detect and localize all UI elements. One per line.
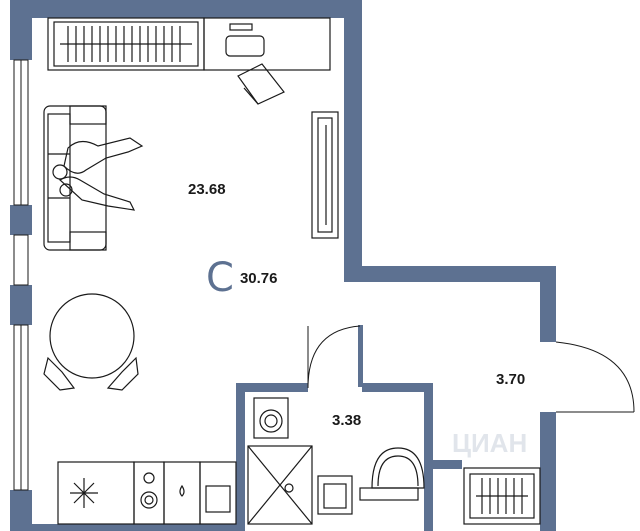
tv-icon (311, 111, 339, 239)
wall-bath-right (424, 383, 433, 531)
sink-icon (203, 17, 331, 71)
toilet-icon (359, 447, 425, 501)
wall-left-mid2 (10, 285, 32, 325)
sofa-icon (43, 105, 144, 251)
radiator-icon (47, 17, 205, 71)
shower-icon (247, 445, 313, 525)
wall-right-mid (540, 266, 556, 342)
table-icon (49, 293, 135, 379)
watermark: ЦИАН (452, 428, 528, 458)
wall-bath-left (236, 383, 245, 531)
door-icon (307, 325, 635, 413)
total-area: C 30.76 (206, 258, 277, 298)
total-area-symbol: C (206, 255, 234, 301)
radiator-icon (463, 467, 541, 525)
stove-icon (133, 461, 165, 525)
room-area-bathroom: 3.38 (332, 412, 362, 429)
wall-door-post (358, 325, 363, 387)
total-area-value: 30.76 (239, 269, 278, 287)
wall-step (344, 266, 554, 282)
sink-icon (317, 475, 353, 515)
wall-bath-top2 (362, 383, 432, 392)
room-area-hall: 3.70 (496, 371, 526, 388)
wall-bottom-left (10, 524, 236, 531)
wall-left-mid (10, 205, 32, 235)
sink-icon (163, 461, 237, 525)
room-area-living: 23.68 (188, 181, 226, 198)
wall-right-upper (344, 0, 362, 282)
walls (10, 0, 556, 531)
wall-top (10, 0, 362, 18)
wall-right-lower (540, 412, 556, 531)
wall-left-bottom (10, 490, 32, 531)
wall-hall-stub (432, 460, 462, 469)
chair-icon (237, 63, 285, 105)
fridge-icon (57, 461, 135, 525)
wall-left-top (10, 0, 32, 60)
wall-bath-top (236, 383, 308, 392)
window-icon (13, 59, 29, 491)
washing-machine-icon (253, 397, 289, 439)
chair-icon (43, 356, 139, 391)
